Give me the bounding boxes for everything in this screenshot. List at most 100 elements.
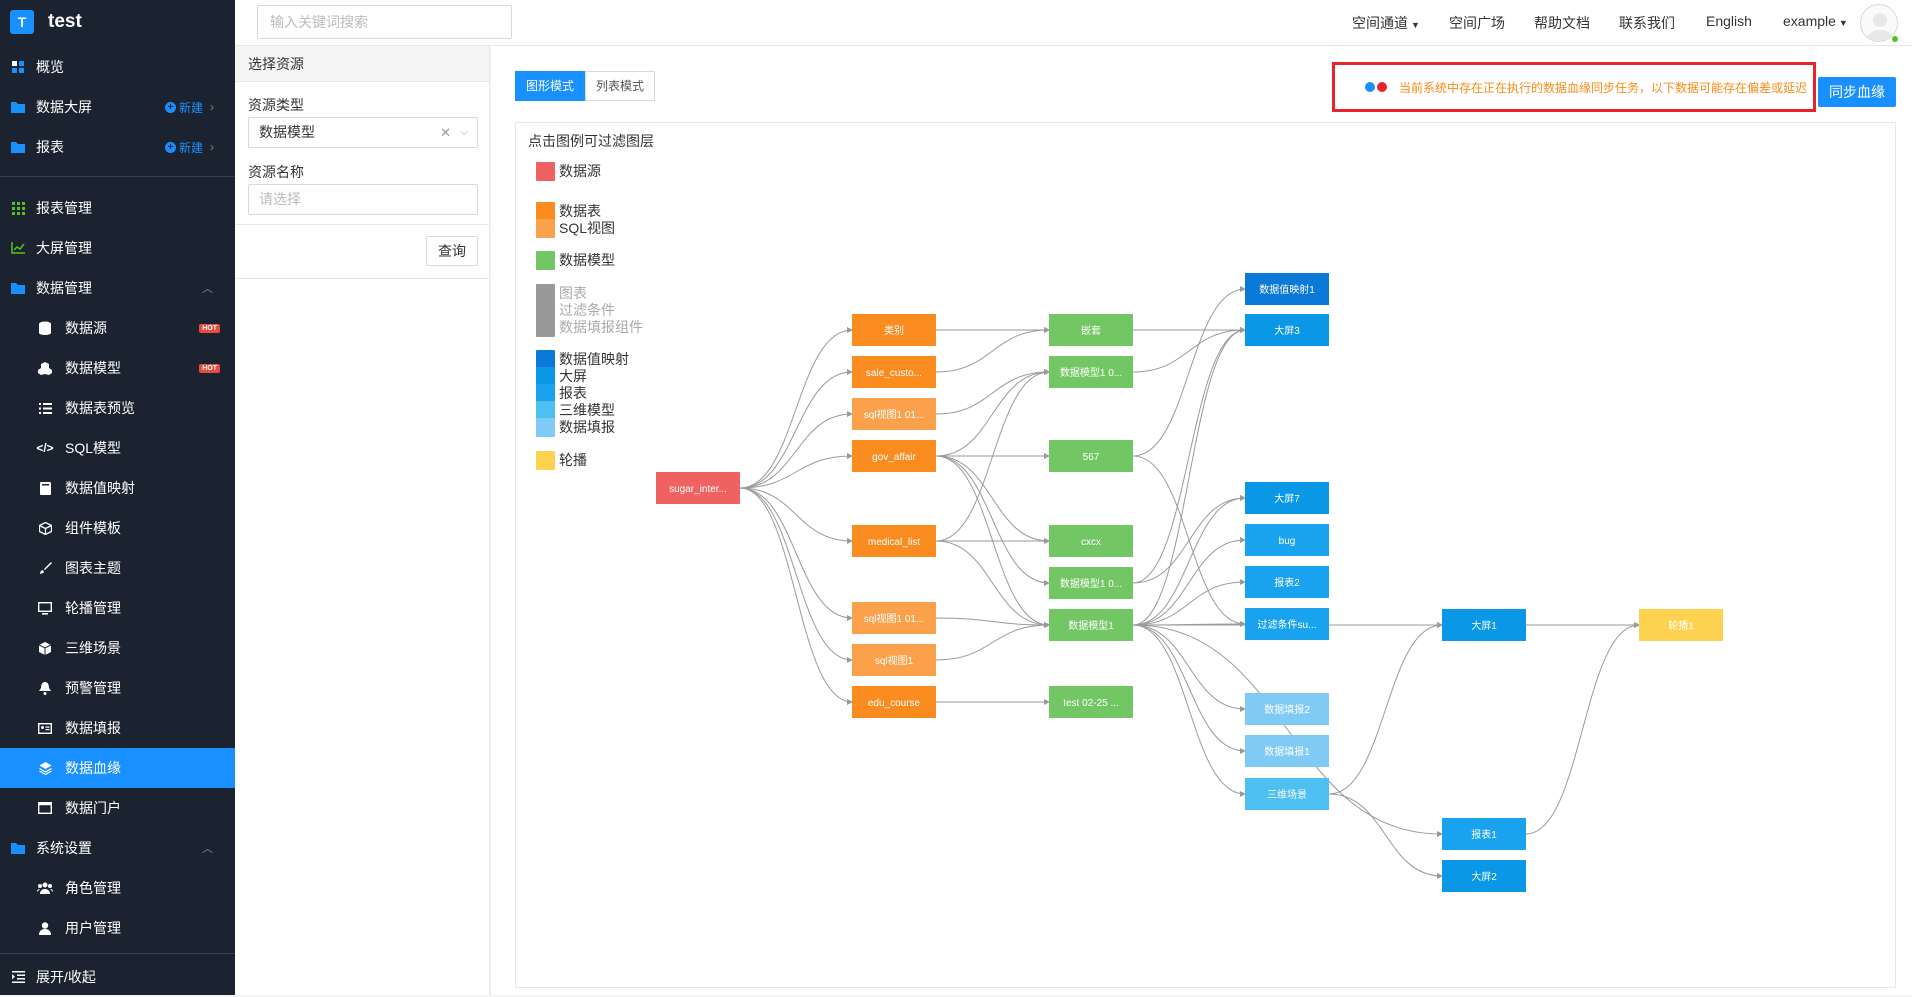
lineage-node-model[interactable]: test 02-25 ... <box>1049 686 1133 718</box>
lineage-node-screen[interactable]: 大屏3 <box>1245 314 1329 346</box>
sidebar-item-0[interactable]: 概览 <box>0 47 235 87</box>
node-label: 类别 <box>884 324 904 337</box>
space-plaza-link[interactable]: 空间广场 <box>1449 15 1505 31</box>
legend-item[interactable]: 数据填报 <box>536 417 615 437</box>
lineage-edge <box>1132 327 1246 626</box>
lineage-node-scene3d[interactable]: 三维场景 <box>1245 778 1329 810</box>
user-menu[interactable]: example▼ <box>1783 13 1848 29</box>
node-box <box>852 644 936 676</box>
sidebar-item-19[interactable]: 系统设置︿ <box>0 828 235 868</box>
lineage-node-report[interactable]: 报表1 <box>1442 818 1526 850</box>
lineage-edge <box>935 327 1050 373</box>
sidebar-item-15[interactable]: 预警管理 <box>0 668 235 708</box>
node-label: sql视图1 01... <box>864 408 925 421</box>
legend-item[interactable]: 数据源 <box>536 161 601 181</box>
sidebar-item-2[interactable]: 报表+新建› <box>0 127 235 167</box>
sidebar-item-5[interactable]: 数据管理︿ <box>0 268 235 308</box>
lineage-node-sqlview[interactable]: sql视图1 01... <box>852 602 936 634</box>
legend-item[interactable]: 三维模型 <box>536 400 615 420</box>
logo-icon: T <box>10 10 34 34</box>
lineage-node-table[interactable]: medical_list <box>852 525 936 557</box>
sidebar-item-4[interactable]: 大屏管理 <box>0 228 235 268</box>
legend-item[interactable]: 数据填报组件 <box>536 317 643 337</box>
lineage-node-report[interactable]: 报表2 <box>1245 566 1329 598</box>
lineage-edge <box>739 411 853 489</box>
legend-item[interactable]: 数据表 <box>536 201 601 221</box>
lineage-node-model[interactable]: 567 <box>1049 440 1133 472</box>
help-docs-link[interactable]: 帮助文档 <box>1534 15 1590 31</box>
lineage-node-screen[interactable]: 大屏2 <box>1442 860 1526 892</box>
sidebar-item-17[interactable]: 数据血缘 <box>0 748 235 788</box>
collapse-toggle[interactable]: 展开/收起 <box>0 957 235 997</box>
legend-item[interactable]: SQL视图 <box>536 218 615 238</box>
lineage-node-report[interactable]: 过滤条件su... <box>1245 608 1329 640</box>
sidebar-item-16[interactable]: 数据填报 <box>0 708 235 748</box>
legend-item[interactable]: 报表 <box>536 383 587 403</box>
contact-us-link[interactable]: 联系我们 <box>1619 15 1675 31</box>
sidebar-item-10[interactable]: 数据值映射 <box>0 468 235 508</box>
legend-item[interactable]: 图表 <box>536 283 587 303</box>
lineage-node-table[interactable]: sale_custo... <box>852 356 936 388</box>
lineage-node-mapping[interactable]: 数据值映射1 <box>1245 273 1329 305</box>
sidebar-item-3[interactable]: 报表管理 <box>0 188 235 228</box>
lineage-edge <box>1132 537 1246 626</box>
new-button[interactable]: +新建› <box>164 139 214 156</box>
sidebar-item-11[interactable]: 组件模板 <box>0 508 235 548</box>
new-button[interactable]: +新建› <box>164 99 214 116</box>
lineage-node-sqlview[interactable]: sql视图1 <box>852 644 936 676</box>
legend-item[interactable]: 数据模型 <box>536 250 615 270</box>
lineage-node-model[interactable]: 数据模型1 0... <box>1049 356 1133 388</box>
sync-lineage-button[interactable]: 同步血缘 <box>1818 77 1896 107</box>
lineage-node-carousel[interactable]: 轮播1 <box>1639 609 1723 641</box>
lineage-node-screen[interactable]: 大屏7 <box>1245 482 1329 514</box>
tab-list-mode[interactable]: 列表模式 <box>585 71 656 101</box>
node-label: 大屏3 <box>1274 324 1300 337</box>
lineage-node-fill[interactable]: 数据填报1 <box>1245 735 1329 767</box>
lineage-node-datasource[interactable]: sugar_inter... <box>656 472 740 504</box>
sidebar-item-18[interactable]: 数据门户 <box>0 788 235 828</box>
space-channel-menu[interactable]: 空间通道▼ <box>1352 15 1420 31</box>
lineage-node-model[interactable]: 数据模型1 <box>1049 609 1133 641</box>
clear-icon[interactable]: ✕ <box>440 125 451 140</box>
search-input[interactable]: 输入关键词搜索 <box>257 5 512 39</box>
sidebar-item-21[interactable]: 用户管理 <box>0 908 235 948</box>
node-label: 大屏1 <box>1471 619 1497 632</box>
resource-type-select[interactable]: 数据模型 ✕ ⌵ <box>248 117 478 148</box>
sidebar-item-12[interactable]: 图表主题 <box>0 548 235 588</box>
tab-graph-mode[interactable]: 图形模式 <box>515 71 586 101</box>
lineage-node-model[interactable]: 数据模型1 0... <box>1049 567 1133 599</box>
sidebar-item-14[interactable]: 三维场景 <box>0 628 235 668</box>
legend-item[interactable]: 过滤条件 <box>536 300 615 320</box>
logo[interactable]: T test <box>0 0 235 44</box>
sidebar-item-8[interactable]: 数据表预览 <box>0 388 235 428</box>
lineage-edge <box>1132 624 1246 797</box>
sidebar-item-9[interactable]: </>SQL模型 <box>0 428 235 468</box>
node-label: 数据模型1 <box>1068 619 1114 632</box>
legend-item[interactable]: 数据值映射 <box>536 349 629 369</box>
lineage-node-model[interactable]: cxcx <box>1049 525 1133 557</box>
lineage-node-table[interactable]: 类别 <box>852 314 936 346</box>
sidebar-item-13[interactable]: 轮播管理 <box>0 588 235 628</box>
sidebar-item-20[interactable]: 角色管理 <box>0 868 235 908</box>
lineage-node-sqlview[interactable]: sql视图1 01... <box>852 398 936 430</box>
lineage-node-report[interactable]: bug <box>1245 524 1329 556</box>
node-box <box>1049 314 1133 346</box>
legend-item[interactable]: 大屏 <box>536 366 587 386</box>
language-switch[interactable]: English <box>1706 13 1752 29</box>
lineage-node-table[interactable]: edu_course <box>852 686 936 718</box>
lineage-node-model[interactable]: 嵌套 <box>1049 314 1133 346</box>
query-button[interactable]: 查询 <box>426 236 478 266</box>
lineage-node-fill[interactable]: 数据填报2 <box>1245 693 1329 725</box>
sidebar-item-label: 角色管理 <box>65 880 121 896</box>
legend-item[interactable]: 轮播 <box>536 450 587 470</box>
window-icon <box>37 800 53 816</box>
avatar[interactable] <box>1860 4 1898 42</box>
lineage-node-screen[interactable]: 大屏1 <box>1442 609 1526 641</box>
lineage-node-table[interactable]: gov_affair <box>852 440 936 472</box>
lineage-graph[interactable]: sugar_inter... 类别 sale_custo... sql视图1 01..… <box>516 123 1895 987</box>
resource-name-select[interactable]: 请选择 <box>248 184 478 215</box>
sidebar-item-1[interactable]: 数据大屏+新建› <box>0 87 235 127</box>
